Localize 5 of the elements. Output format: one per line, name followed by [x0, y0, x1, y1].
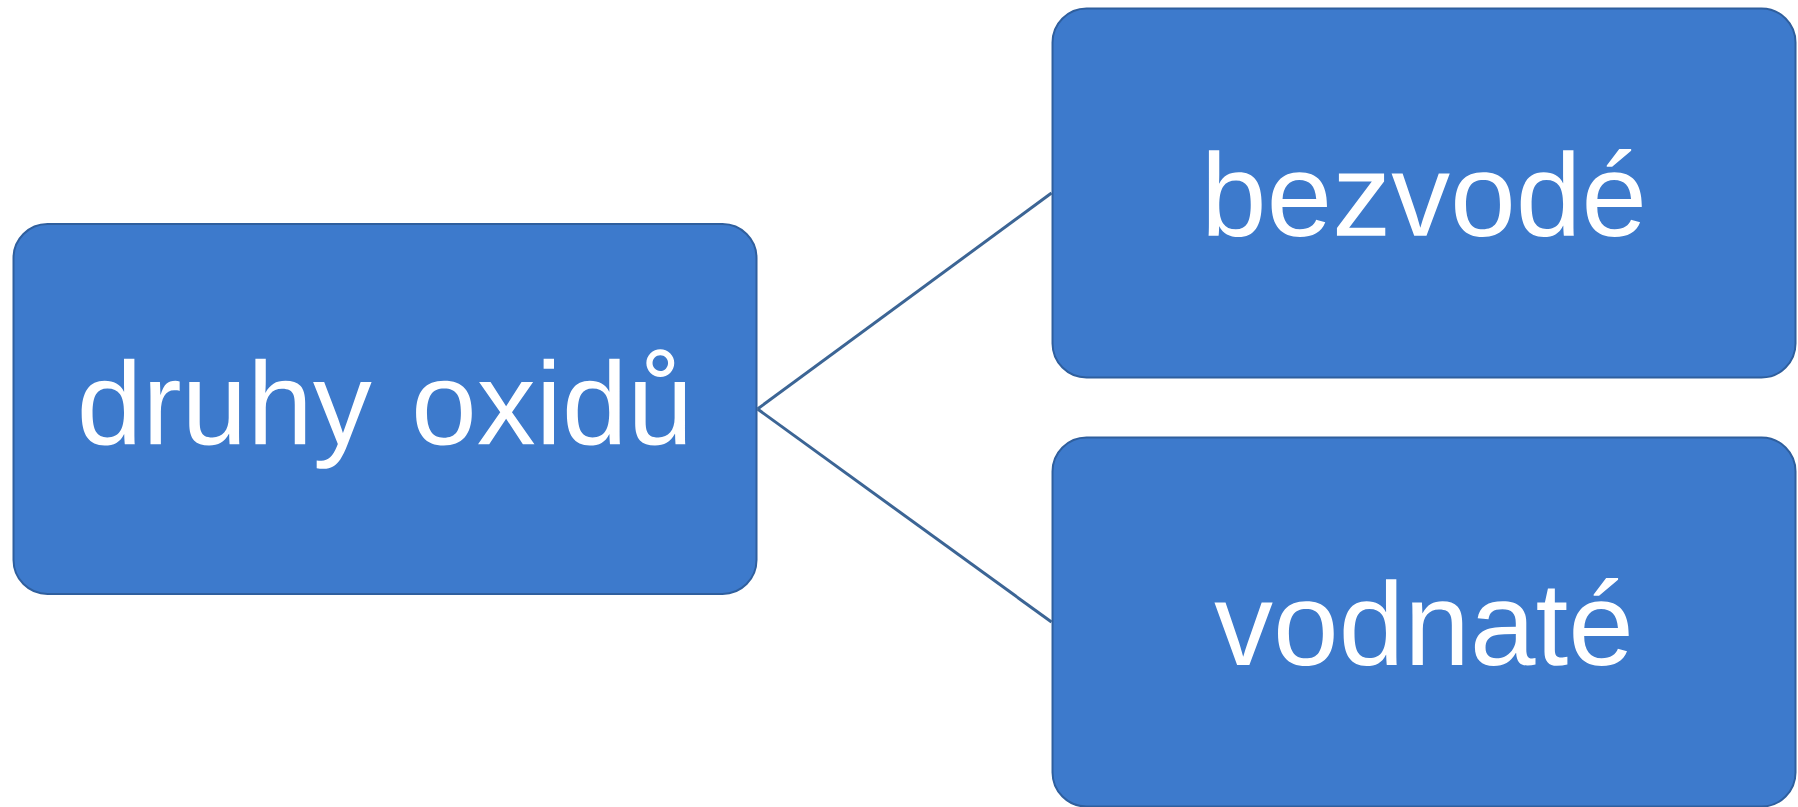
process-box: bezvodé: [1051, 7, 1797, 379]
process-box: vodnaté: [1051, 436, 1797, 807]
connector-line: [756, 407, 1053, 624]
process-box: druhy oxidů: [12, 223, 758, 595]
connector-line: [756, 191, 1053, 411]
